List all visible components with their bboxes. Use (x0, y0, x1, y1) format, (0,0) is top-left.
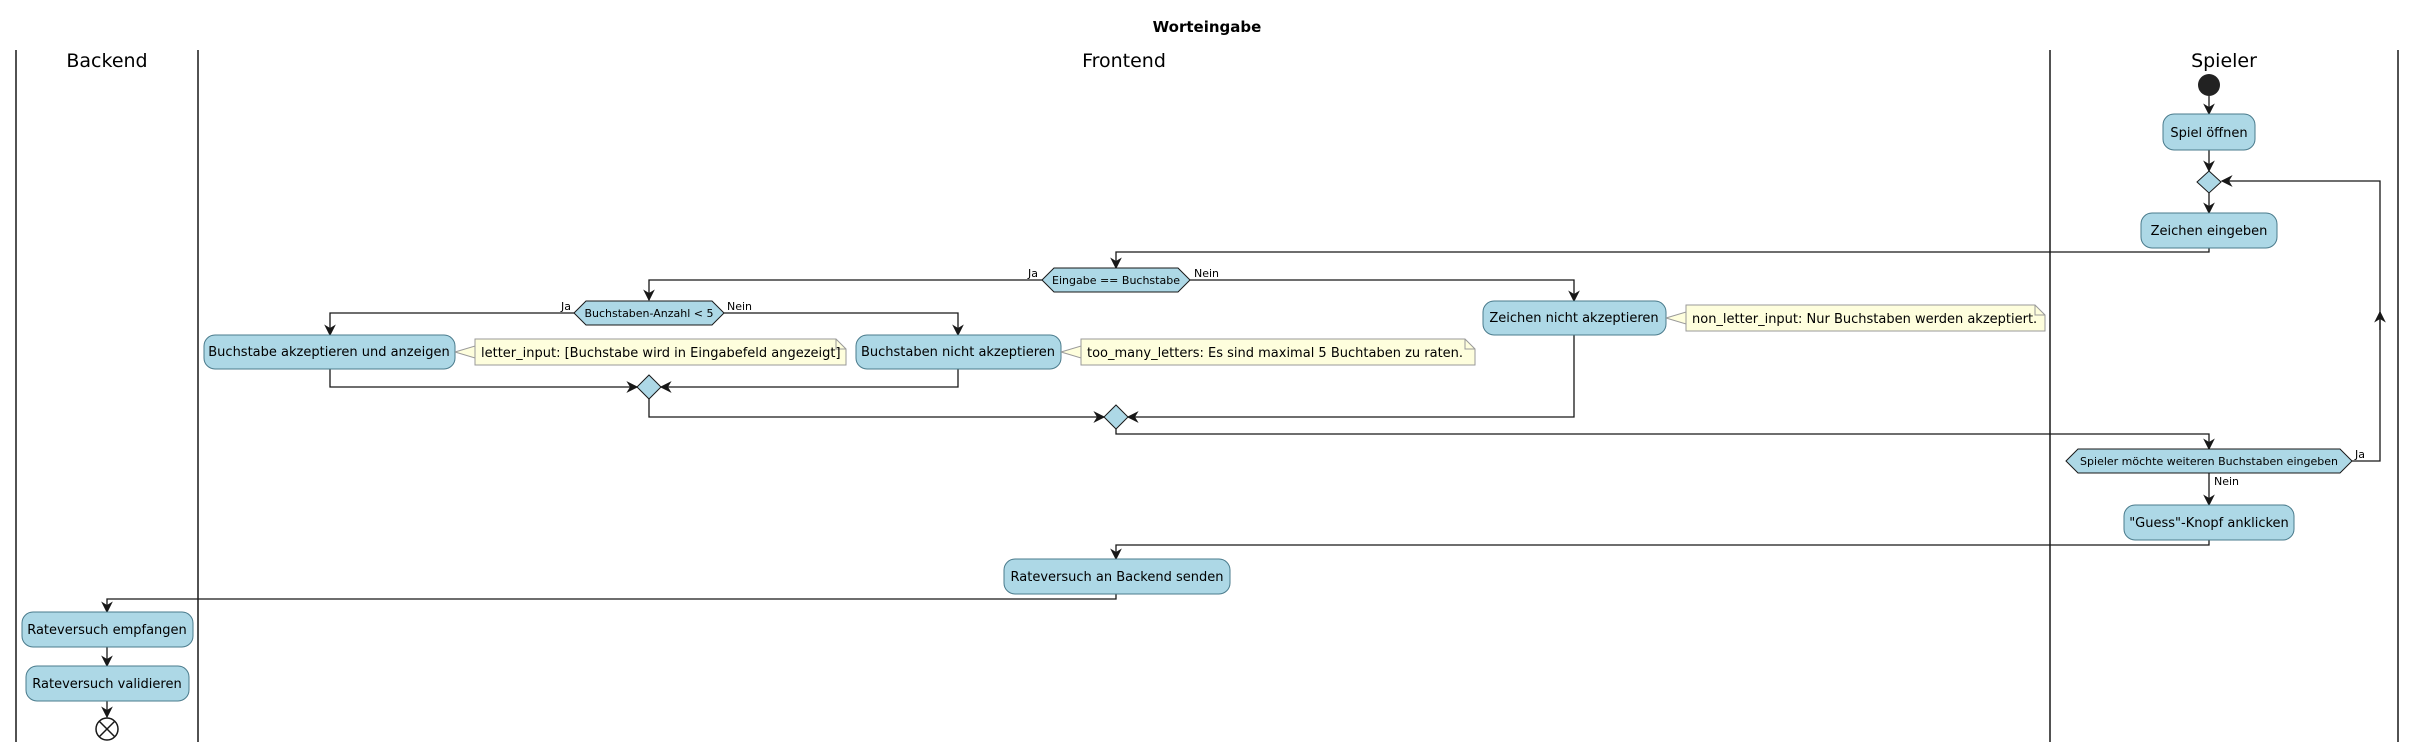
action-accept-letter: Buchstabe akzeptieren und anzeigen (203, 334, 456, 370)
action-accept-letter-label: Buchstabe akzeptieren und anzeigen (208, 345, 449, 360)
merge-diamond-loop (2196, 170, 2222, 194)
decision-is-letter-label: Eingabe == Buchstabe (1052, 274, 1180, 287)
decision-is-letter-yes: Ja (1027, 267, 1038, 280)
action-reject-char: Zeichen nicht akzeptieren (1482, 300, 1667, 336)
action-click-guess: "Guess"-Knopf anklicken (2123, 504, 2295, 541)
note-non-letter: non_letter_input: Nur Buchstaben werden … (1665, 304, 2046, 332)
diagram-title: Worteingabe (1153, 18, 1262, 36)
action-enter-char-label: Zeichen eingeben (2151, 224, 2268, 239)
note-letter-input: letter_input: [Buchstabe wird in Eingabe… (454, 338, 847, 366)
flow-connectors (101, 96, 2386, 719)
decision-letter-count: Buchstaben-Anzahl < 5 Ja Nein (560, 300, 752, 326)
action-open-game: Spiel öffnen (2162, 113, 2256, 151)
swimlane-dividers (15, 50, 2399, 742)
action-send-guess-label: Rateversuch an Backend senden (1011, 570, 1224, 585)
merge-diamond-input (1103, 404, 1129, 430)
note-letter-input-text: letter_input: [Buchstabe wird in Eingabe… (481, 346, 841, 361)
note-too-many: too_many_letters: Es sind maximal 5 Buch… (1060, 338, 1476, 366)
action-send-guess: Rateversuch an Backend senden (1003, 558, 1231, 595)
end-node (95, 717, 119, 741)
decision-more-letters-label: Spieler möchte weiteren Buchstaben einge… (2080, 455, 2338, 468)
action-reject-letters-label: Buchstaben nicht akzeptieren (861, 345, 1055, 360)
action-validate-guess-label: Rateversuch validieren (32, 677, 181, 692)
action-receive-guess: Rateversuch empfangen (21, 611, 194, 648)
lane-header-backend: Backend (66, 50, 147, 72)
action-open-game-label: Spiel öffnen (2170, 126, 2247, 141)
action-receive-guess-label: Rateversuch empfangen (27, 623, 187, 638)
decision-is-letter: Eingabe == Buchstabe Ja Nein (1027, 267, 1219, 293)
action-reject-letters: Buchstaben nicht akzeptieren (855, 334, 1062, 370)
action-reject-char-label: Zeichen nicht akzeptieren (1489, 311, 1658, 326)
action-click-guess-label: "Guess"-Knopf anklicken (2129, 516, 2289, 531)
merge-diamond-letter-count (636, 374, 662, 400)
action-enter-char: Zeichen eingeben (2140, 212, 2278, 249)
lane-header-spieler: Spieler (2191, 50, 2257, 72)
lane-header-frontend: Frontend (1082, 50, 1166, 72)
start-node (2198, 74, 2220, 96)
decision-letter-count-yes: Ja (560, 300, 571, 313)
action-validate-guess: Rateversuch validieren (25, 665, 190, 702)
note-too-many-text: too_many_letters: Es sind maximal 5 Buch… (1087, 346, 1463, 361)
decision-letter-count-label: Buchstaben-Anzahl < 5 (584, 307, 713, 320)
note-non-letter-text: non_letter_input: Nur Buchstaben werden … (1692, 312, 2037, 327)
decision-more-letters: Spieler möchte weiteren Buchstaben einge… (2065, 448, 2365, 488)
decision-more-letters-yes: Ja (2354, 448, 2365, 461)
decision-more-letters-no: Nein (2214, 475, 2239, 488)
decision-is-letter-no: Nein (1194, 267, 1219, 280)
decision-letter-count-no: Nein (727, 300, 752, 313)
